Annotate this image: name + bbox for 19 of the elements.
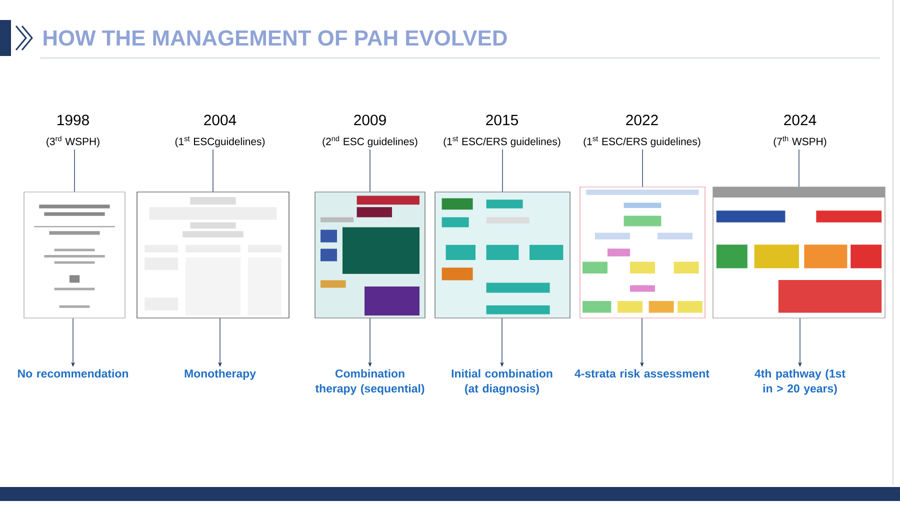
guideline-thumbnail bbox=[136, 192, 290, 318]
outcome-label: Monotherapy bbox=[184, 369, 256, 380]
outcome-label: Initial combination (at diagnosis) bbox=[452, 369, 552, 395]
guideline-thumbnail bbox=[712, 186, 886, 318]
outcome-label: 4-strata risk assessment bbox=[574, 369, 710, 378]
guideline-thumbnail bbox=[314, 192, 426, 318]
year-label: 2024 (7$^{th}$ WSPH) bbox=[774, 114, 826, 148]
year-label: 1998 (3$^{rd}$ WSPH) bbox=[46, 114, 100, 148]
guideline-thumbnail bbox=[434, 192, 570, 318]
year-label: 2015 (1$^{st}$ ESC/ERS guidelines) bbox=[444, 114, 560, 148]
year-label: 2022 (1$^{st}$ ESC/ERS guidelines) bbox=[584, 114, 700, 148]
guideline-thumbnail bbox=[24, 192, 126, 318]
outcome-label: 4th pathway (1st in > 20 years) bbox=[754, 369, 846, 395]
outcome-label: No recommendation bbox=[18, 369, 128, 378]
outcome-label: Combination therapy (sequential) bbox=[315, 369, 424, 395]
year-label: 2004 (1$^{st}$ ESCguidelines) bbox=[175, 114, 265, 148]
year-label: 2009 (2$^{nd}$ ESC guidelines) bbox=[322, 114, 418, 148]
guideline-thumbnail bbox=[580, 186, 706, 318]
title: HOW THE MANAGEMENT OF PAH EVOLVED bbox=[44, 30, 507, 46]
